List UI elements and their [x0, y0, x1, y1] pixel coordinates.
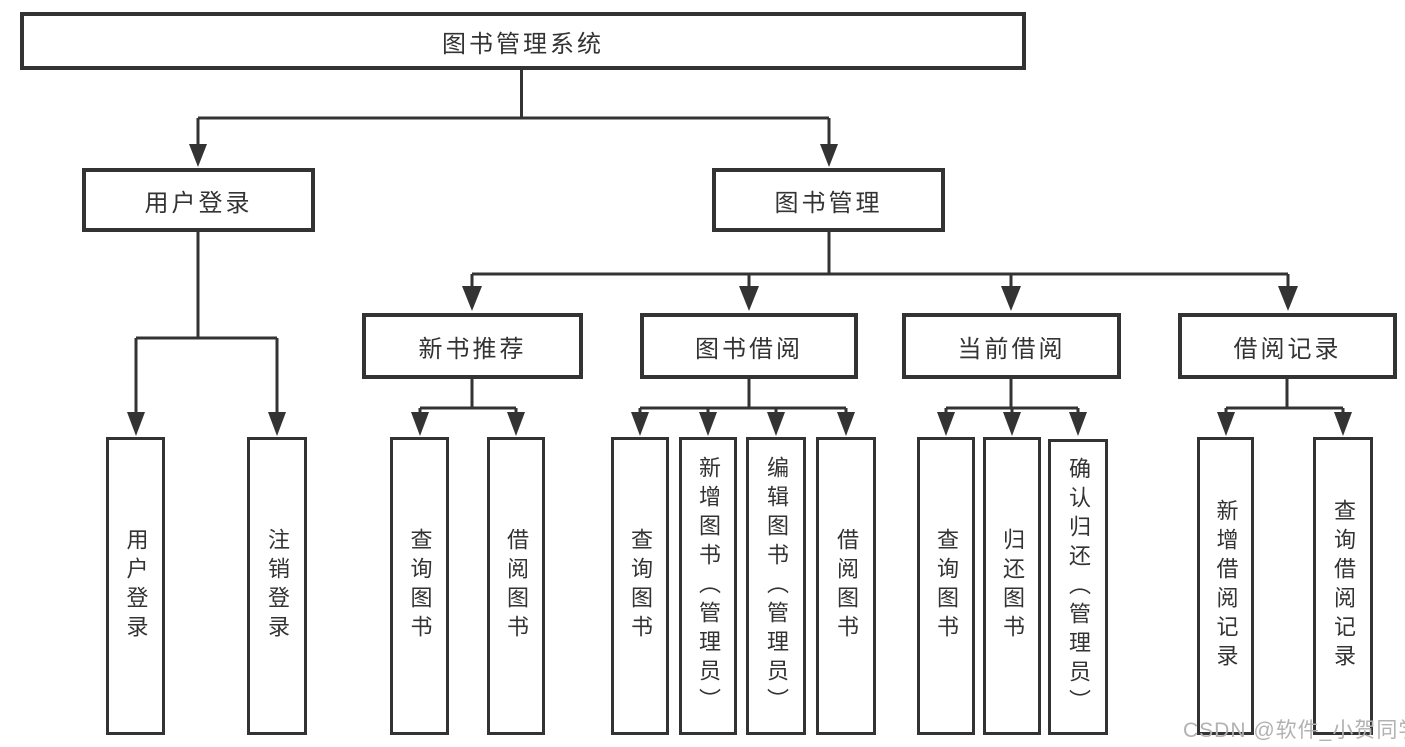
leaf-logout: 注销登录	[247, 437, 307, 735]
node-library-management-system: 图书管理系统	[20, 12, 1026, 70]
leaf-confirm-return-admin: 确认归还（管理员）	[1048, 439, 1108, 735]
leaf-add-borrow-record: 新增借阅记录	[1197, 437, 1254, 735]
node-borrowing-records: 借阅记录	[1178, 313, 1397, 379]
leaf-borrow-book: 借阅图书	[816, 437, 876, 735]
leaf-query-book-recommend-label: 查询图书	[407, 528, 433, 644]
node-borrowing-records-label: 借阅记录	[1233, 335, 1342, 363]
node-user-login: 用户登录	[82, 168, 315, 232]
leaf-logout-label: 注销登录	[265, 528, 290, 644]
node-book-borrowing-label: 图书借阅	[695, 335, 803, 363]
leaf-query-book-borrow-label: 查询图书	[628, 528, 653, 644]
leaf-return-book-label: 归还图书	[1000, 528, 1025, 644]
leaf-borrow-book-recommend: 借阅图书	[487, 437, 545, 735]
leaf-query-book-borrow: 查询图书	[611, 437, 669, 735]
leaf-add-book-admin: 新增图书（管理员）	[679, 437, 737, 735]
node-book-management-label: 图书管理	[774, 189, 883, 217]
leaf-query-book-current: 查询图书	[917, 437, 975, 735]
node-book-borrowing: 图书借阅	[640, 313, 858, 379]
node-current-borrowing: 当前借阅	[902, 313, 1121, 379]
leaf-return-book: 归还图书	[983, 437, 1041, 735]
node-root-label: 图书管理系统	[442, 30, 604, 58]
node-current-borrowing-label: 当前借阅	[957, 335, 1066, 363]
leaf-user-login: 用户登录	[106, 437, 165, 735]
leaf-query-borrow-record-label: 查询借阅记录	[1331, 499, 1356, 673]
node-book-management: 图书管理	[712, 168, 945, 232]
leaf-edit-book-admin: 编辑图书（管理员）	[746, 437, 806, 735]
leaf-confirm-return-admin-label: 确认归还（管理员）	[1066, 456, 1091, 718]
leaf-edit-book-admin-label: 编辑图书（管理员）	[764, 455, 789, 717]
leaf-user-login-label: 用户登录	[123, 528, 149, 644]
leaf-borrow-book-recommend-label: 借阅图书	[504, 528, 529, 644]
node-new-book-recommend: 新书推荐	[362, 313, 583, 379]
leaf-add-borrow-record-label: 新增借阅记录	[1213, 499, 1239, 673]
leaf-borrow-book-label: 借阅图书	[834, 528, 859, 644]
csdn-watermark: CSDN @软件_小贺同学	[1183, 719, 1405, 742]
node-new-book-recommend-label: 新书推荐	[418, 335, 527, 363]
leaf-add-book-admin-label: 新增图书（管理员）	[696, 455, 721, 717]
leaf-query-book-recommend: 查询图书	[390, 437, 449, 735]
leaf-query-book-current-label: 查询图书	[934, 528, 959, 644]
leaf-query-borrow-record: 查询借阅记录	[1313, 437, 1373, 735]
node-user-login-label: 用户登录	[144, 189, 253, 217]
